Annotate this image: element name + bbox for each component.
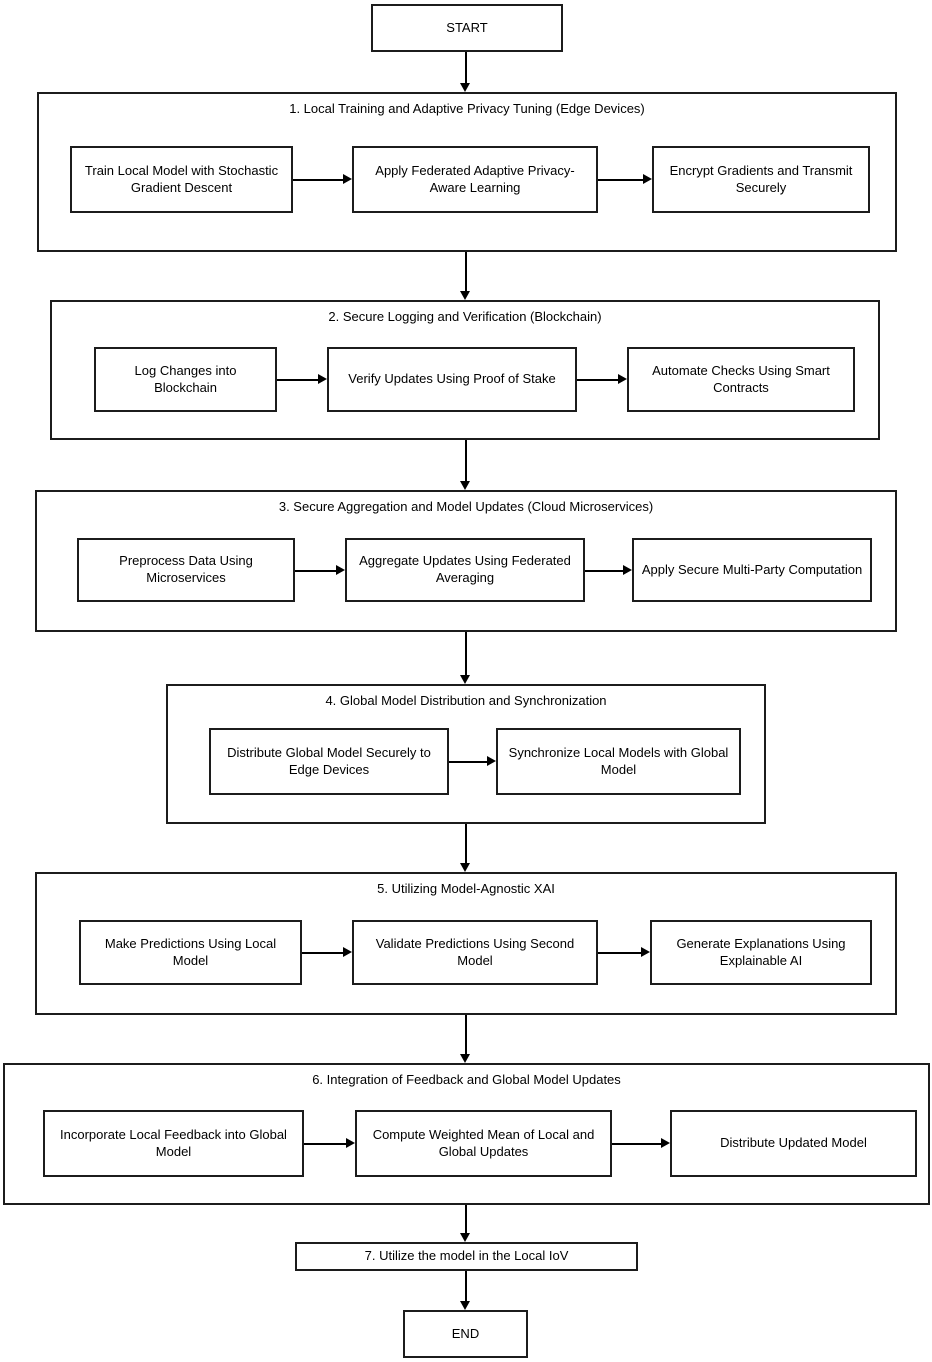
stage-6-feedback-integration-container: 6. Integration of Feedback and Global Mo…	[3, 1063, 930, 1205]
step-incorporate-local-feedback: Incorporate Local Feedback into Global M…	[43, 1110, 304, 1177]
arrow-stage6-to-step7	[461, 1205, 470, 1242]
step-utilize-model-local-iov: 7. Utilize the model in the Local IoV	[295, 1242, 638, 1271]
arrow-weighted-mean-to-distribute	[612, 1139, 670, 1148]
arrow-distribute-to-synchronize	[449, 757, 496, 766]
arrow-start-to-stage1	[461, 52, 470, 92]
step-distribute-updated-model: Distribute Updated Model	[670, 1110, 917, 1177]
arrow-feedback-to-weighted-mean	[304, 1139, 355, 1148]
arrow-step7-to-end	[461, 1271, 470, 1310]
step-preprocess-data-microservices: Preprocess Data Using Microservices	[77, 538, 295, 602]
stage-6-title: 6. Integration of Feedback and Global Mo…	[312, 1072, 621, 1087]
arrow-preprocess-to-aggregate	[295, 566, 345, 575]
arrow-predict-to-validate	[302, 948, 352, 957]
step-synchronize-local-models: Synchronize Local Models with Global Mod…	[496, 728, 741, 795]
stage-5-title: 5. Utilizing Model-Agnostic XAI	[377, 881, 555, 896]
stage-2-title: 2. Secure Logging and Verification (Bloc…	[328, 309, 602, 324]
start-node: START	[371, 4, 563, 52]
stage-5-model-agnostic-xai-container: 5. Utilizing Model-Agnostic XAI Make Pre…	[35, 872, 897, 1015]
arrow-train-to-apply-privacy	[293, 175, 352, 184]
arrow-log-to-verify	[277, 375, 327, 384]
step-automate-checks-smart-contracts: Automate Checks Using Smart Contracts	[627, 347, 855, 412]
step-apply-federated-adaptive-privacy: Apply Federated Adaptive Privacy-Aware L…	[352, 146, 598, 213]
step-make-predictions: Make Predictions Using Local Model	[79, 920, 302, 985]
stage-4-global-distribution-container: 4. Global Model Distribution and Synchro…	[166, 684, 766, 824]
stage-3-title: 3. Secure Aggregation and Model Updates …	[278, 499, 654, 514]
arrow-aggregate-to-mpc	[585, 566, 632, 575]
step-distribute-global-model: Distribute Global Model Securely to Edge…	[209, 728, 449, 795]
step-apply-secure-mpc: Apply Secure Multi-Party Computation	[632, 538, 872, 602]
arrow-stage1-to-stage2	[461, 252, 470, 300]
arrow-validate-to-explain	[598, 948, 650, 957]
arrow-stage2-to-stage3	[461, 440, 470, 490]
step-aggregate-updates-federated-averaging: Aggregate Updates Using Federated Averag…	[345, 538, 585, 602]
arrow-verify-to-automate	[577, 375, 627, 384]
stage-1-local-training-container: 1. Local Training and Adaptive Privacy T…	[37, 92, 897, 252]
end-node: END	[403, 1310, 528, 1358]
arrow-stage4-to-stage5	[461, 824, 470, 872]
arrow-stage3-to-stage4	[461, 632, 470, 684]
step-verify-updates-proof-of-stake: Verify Updates Using Proof of Stake	[327, 347, 577, 412]
step-log-changes-blockchain: Log Changes into Blockchain	[94, 347, 277, 412]
arrow-stage5-to-stage6	[461, 1015, 470, 1063]
step-validate-predictions: Validate Predictions Using Second Model	[352, 920, 598, 985]
arrow-apply-privacy-to-encrypt	[598, 175, 652, 184]
stage-2-secure-logging-container: 2. Secure Logging and Verification (Bloc…	[50, 300, 880, 440]
step-generate-explanations: Generate Explanations Using Explainable …	[650, 920, 872, 985]
step-train-local-model: Train Local Model with Stochastic Gradie…	[70, 146, 293, 213]
stage-1-title: 1. Local Training and Adaptive Privacy T…	[289, 101, 645, 116]
stage-3-secure-aggregation-container: 3. Secure Aggregation and Model Updates …	[35, 490, 897, 632]
step-encrypt-gradients: Encrypt Gradients and Transmit Securely	[652, 146, 870, 213]
step-compute-weighted-mean: Compute Weighted Mean of Local and Globa…	[355, 1110, 612, 1177]
stage-4-title: 4. Global Model Distribution and Synchro…	[325, 693, 607, 708]
